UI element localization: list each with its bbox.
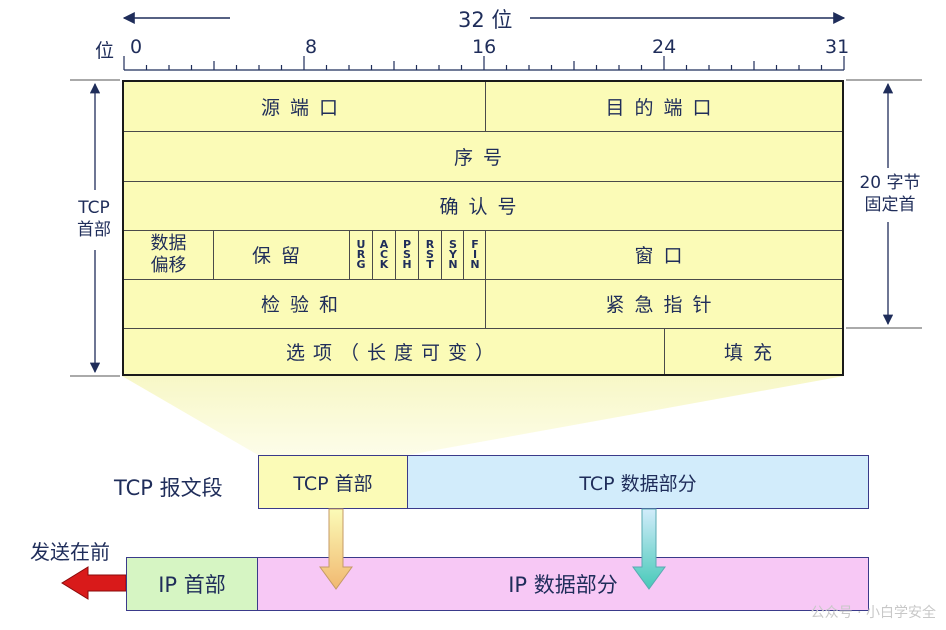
col-divider-r6	[664, 328, 665, 374]
fixed-header-side-label: 20 字节 固定首	[848, 172, 932, 216]
col-divider-reserved	[349, 230, 350, 279]
tcp-segment-label: TCP 报文段	[114, 476, 223, 500]
bit-unit-label: 位	[95, 40, 115, 62]
flag-divider-4	[441, 230, 442, 279]
bit-ruler	[123, 56, 845, 71]
ack-number-field: 确认号	[439, 196, 527, 218]
tcp-segment-data-box: TCP 数据部分	[407, 455, 869, 509]
window-field: 窗口	[634, 245, 693, 267]
sequence-number-field: 序号	[453, 146, 512, 169]
send-first-label: 发送在前	[30, 540, 110, 564]
row-divider-5	[124, 328, 842, 329]
reserved-field: 保留	[251, 245, 310, 267]
tcp-header-side-label: TCP 首部	[66, 197, 122, 241]
row-divider-3	[124, 230, 842, 231]
flag-divider-3	[418, 230, 419, 279]
checksum-field: 检验和	[260, 294, 348, 316]
watermark: 公众号 · 小白学安全	[810, 605, 936, 621]
col-divider-offset	[213, 230, 214, 279]
col-divider-r5	[485, 279, 486, 328]
row-divider-1	[124, 131, 842, 132]
col-divider-flags	[485, 230, 486, 279]
flag-divider-2	[395, 230, 396, 279]
row-divider-4	[124, 279, 842, 280]
data-offset-field: 数据 偏移	[150, 232, 187, 276]
expand-funnel	[122, 376, 844, 455]
col-divider-r1	[485, 82, 486, 131]
source-port-field: 源端口	[260, 97, 348, 119]
send-first-arrow	[61, 566, 127, 600]
padding-field: 填充	[723, 341, 782, 364]
urgent-pointer-field: 紧急指针	[605, 294, 722, 316]
ip-data-box: IP 数据部分	[257, 557, 869, 611]
ip-header-box: IP 首部	[126, 557, 258, 611]
destination-port-field: 目的端口	[605, 97, 722, 119]
bit-tick-label-16: 16	[472, 36, 497, 58]
bit-tick-label-0: 0	[130, 36, 143, 58]
row-divider-2	[124, 181, 842, 182]
bit-tick-label-24: 24	[652, 36, 677, 58]
flag-divider-5	[463, 230, 464, 279]
options-field: 选项（长度可变）	[285, 341, 502, 364]
bit-tick-label-31: 31	[825, 36, 850, 58]
bit-tick-label-8: 8	[305, 36, 318, 58]
bit-span-label: 32 位	[458, 8, 513, 32]
tcp-segment-header-box: TCP 首部	[258, 455, 408, 509]
flag-divider-1	[372, 230, 373, 279]
